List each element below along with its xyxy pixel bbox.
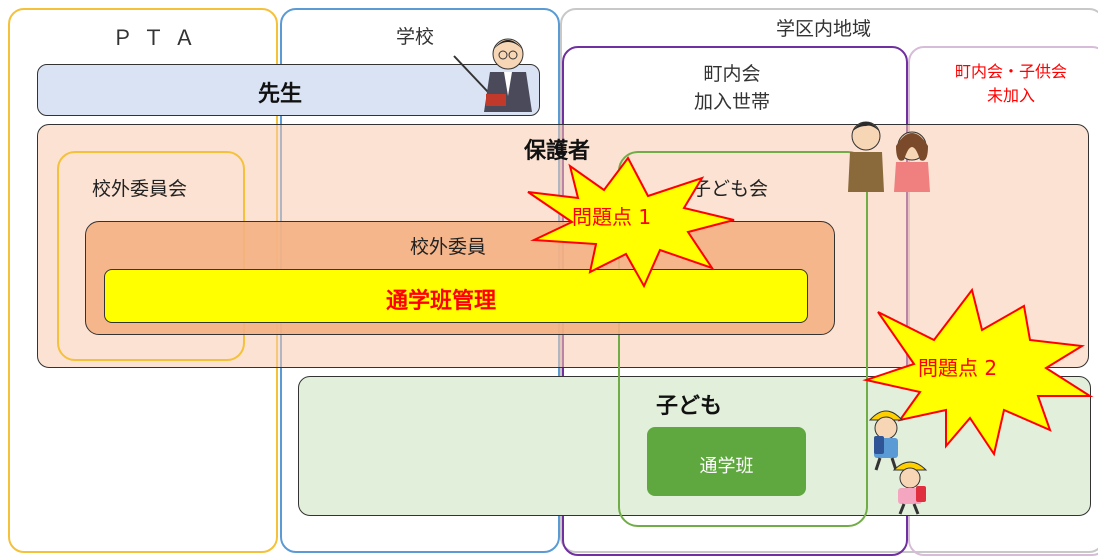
issue1-burst-icon — [527, 156, 735, 289]
issue2-burst-icon — [862, 287, 1094, 457]
issue2-label: 問題点 2 — [918, 356, 998, 380]
district-label: 学区内地域 — [776, 18, 872, 40]
route-management-label: 通学班管理 — [386, 289, 497, 314]
pta-label: ＰＴＡ — [112, 26, 205, 50]
route-management-box — [104, 269, 808, 323]
children-label: 子ども — [656, 394, 723, 419]
school-label: 学校 — [396, 26, 435, 48]
teacher-label: 先生 — [258, 82, 303, 107]
guardian-label: 保護者 — [524, 139, 591, 164]
teacher-box — [37, 64, 540, 116]
member-household-label: 町内会 加入世帯 — [693, 63, 770, 113]
external-committee-label: 校外委員会 — [92, 178, 188, 200]
child-figure-icon — [892, 461, 928, 515]
kids-association-label: 子ども会 — [692, 178, 769, 200]
kids-association-box — [618, 151, 868, 527]
non-member-label: 町内会・子供会 未加入 — [954, 62, 1067, 105]
child-figure-icon — [868, 410, 904, 471]
external-member-label: 校外委員 — [410, 236, 487, 258]
issue1-label: 問題点 1 — [572, 205, 652, 229]
school-route-group-button — [647, 427, 806, 496]
teacher-figure-icon — [453, 38, 532, 112]
parents-figure-icon — [848, 121, 930, 192]
school-route-group-label: 通学班 — [699, 456, 754, 477]
